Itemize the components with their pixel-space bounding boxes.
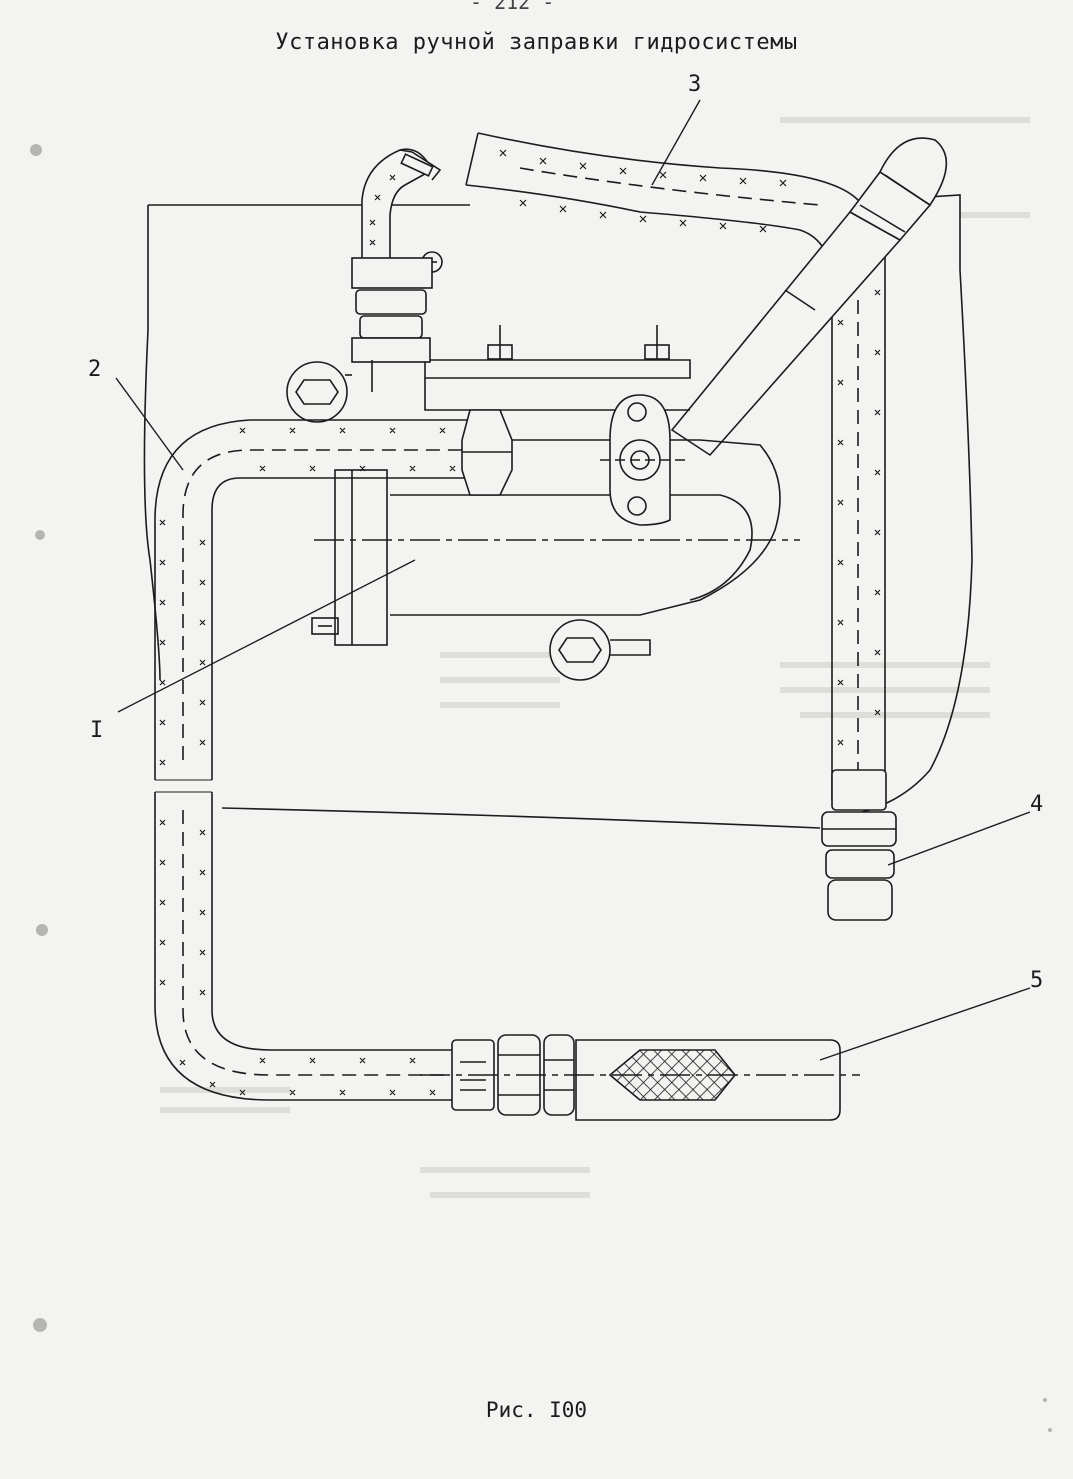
fitting-4 bbox=[821, 769, 897, 921]
leader-lines bbox=[115, 99, 1031, 1061]
figure-caption: Рис. I00 bbox=[485, 1398, 588, 1422]
nozzle-5-assembly bbox=[420, 1034, 860, 1121]
hose-2-upper-fitting bbox=[461, 409, 513, 496]
callout-1: I bbox=[90, 718, 104, 743]
callout-4: 4 bbox=[1030, 792, 1044, 817]
leader-5 bbox=[819, 987, 1031, 1061]
callout-5: 5 bbox=[1030, 968, 1044, 993]
hose-3 bbox=[465, 132, 886, 800]
page-number-fragment: - 212 - bbox=[470, 0, 555, 14]
leader-2 bbox=[115, 377, 184, 471]
upper-elbow-fitting bbox=[351, 148, 443, 392]
leader-3 bbox=[651, 99, 701, 186]
pump-body bbox=[286, 325, 800, 681]
figure-title: Установка ручной заправки гидросистемы bbox=[275, 30, 798, 55]
scan-specks bbox=[30, 144, 1052, 1432]
hose-2 bbox=[154, 419, 491, 1101]
bleed-through-marks bbox=[160, 117, 1030, 1198]
pump-lever bbox=[670, 137, 948, 457]
leader-1 bbox=[117, 559, 416, 713]
leader-4 bbox=[887, 811, 1031, 866]
panel-outline bbox=[143, 194, 973, 829]
callout-2: 2 bbox=[88, 357, 102, 382]
callout-3: 3 bbox=[688, 72, 702, 97]
